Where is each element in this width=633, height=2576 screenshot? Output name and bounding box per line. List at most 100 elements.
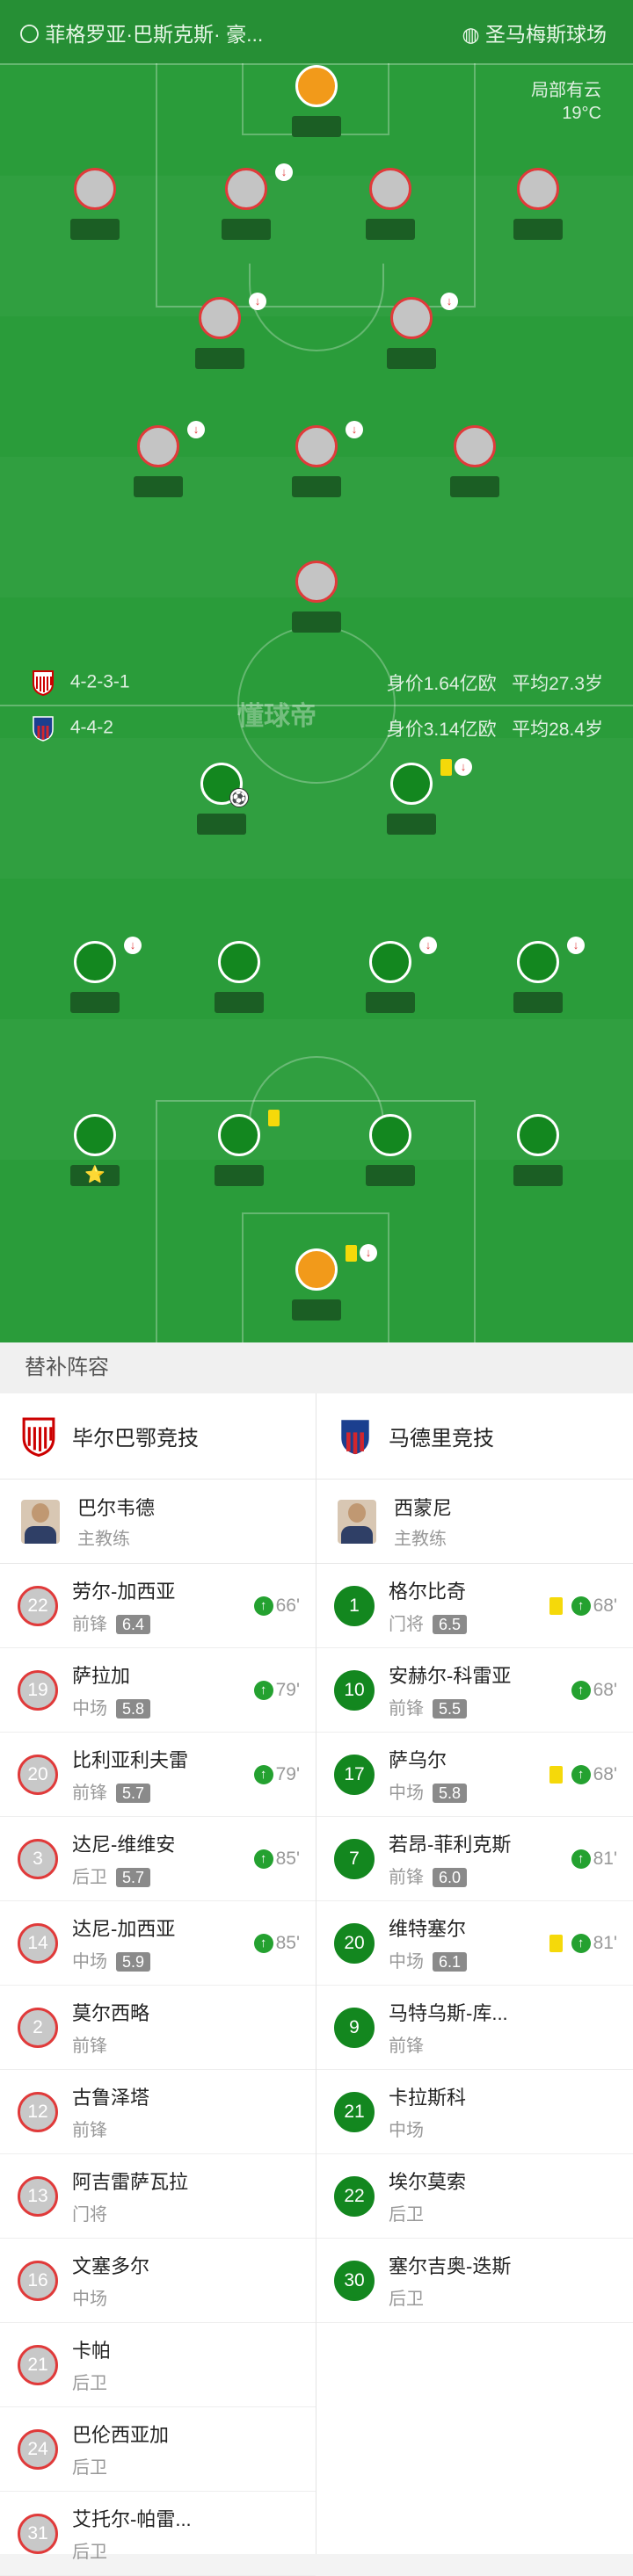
player-marker[interactable]: ↓ bbox=[229, 421, 404, 502]
player-marker[interactable] bbox=[229, 65, 404, 141]
bench-player-position-line: 后卫 bbox=[72, 2369, 111, 2394]
player-marker[interactable]: ⭐ bbox=[7, 1114, 183, 1186]
player-marker[interactable] bbox=[302, 168, 478, 244]
player-rating bbox=[292, 116, 341, 137]
bench-player-position: 前锋 bbox=[72, 1784, 107, 1803]
player-marker[interactable]: ↓ bbox=[7, 937, 183, 1017]
player-marker[interactable]: ↓ bbox=[324, 293, 499, 373]
away-value: 身价3.14亿欧 bbox=[386, 720, 497, 740]
player-marker[interactable]: ↓ bbox=[302, 937, 478, 1017]
sub-on-time: 81' bbox=[593, 1849, 617, 1869]
home-bench-team[interactable]: 毕尔巴鄂竞技 bbox=[0, 1393, 316, 1480]
bench-player-info: 埃尔莫索后卫 bbox=[389, 2167, 466, 2225]
home-coach-row[interactable]: 巴尔韦德 主教练 bbox=[0, 1480, 316, 1564]
bench-player-number: 16 bbox=[18, 2260, 58, 2301]
bench-player-name: 卡帕 bbox=[72, 2340, 112, 2362]
bench-player-position: 前锋 bbox=[72, 2037, 107, 2056]
player-marker[interactable] bbox=[151, 1110, 327, 1190]
bench-player-position: 前锋 bbox=[389, 1868, 424, 1887]
home-formation: 4-2-3-1 bbox=[69, 671, 130, 692]
bench-player-rating: 6.0 bbox=[433, 1868, 468, 1887]
player-marker[interactable] bbox=[387, 425, 563, 502]
bench-player-number: 24 bbox=[18, 2428, 58, 2470]
sub-on-info: ↑79' bbox=[253, 1680, 300, 1701]
away-bench-team-name: 马德里竞技 bbox=[389, 1427, 494, 1451]
sub-off-icon: ↓ bbox=[249, 293, 266, 310]
player-marker[interactable] bbox=[450, 168, 626, 244]
whistle-icon: 〇 bbox=[19, 23, 40, 46]
bench-player-number: 1 bbox=[334, 1585, 375, 1626]
player-marker[interactable] bbox=[450, 1114, 626, 1190]
player-marker[interactable]: ↓ bbox=[70, 421, 246, 502]
player-marker[interactable]: ↓ bbox=[158, 163, 334, 244]
goal-box-bottom bbox=[242, 1212, 389, 1342]
bench-player-info: 塞尔吉奥-迭斯后卫 bbox=[389, 2251, 511, 2310]
sub-off-icon: ↓ bbox=[440, 293, 458, 310]
bench-player-row[interactable]: 22 埃尔莫索后卫 bbox=[316, 2154, 633, 2239]
sub-off-icon: ↓ bbox=[455, 758, 472, 776]
penalty-box-bottom bbox=[156, 1100, 476, 1342]
player-marker[interactable] bbox=[7, 168, 183, 244]
substitution-info: ↓ bbox=[419, 937, 440, 954]
bench-player-position: 后卫 bbox=[72, 2458, 107, 2478]
yellow-card-icon bbox=[549, 1766, 563, 1784]
bench-player-row[interactable]: 24 巴伦西亚加后卫 bbox=[0, 2407, 316, 2492]
player-marker[interactable]: ↓ bbox=[450, 937, 626, 1017]
bench-player-position: 中场 bbox=[72, 1699, 107, 1719]
bench-player-name: 巴伦西亚加 bbox=[72, 2424, 170, 2446]
sub-on-time: 85' bbox=[275, 1933, 300, 1953]
player-rating bbox=[366, 219, 415, 240]
bench-player-name: 塞尔吉奥-迭斯 bbox=[389, 2255, 512, 2277]
player-marker[interactable]: ↓ bbox=[229, 1244, 404, 1325]
bench-player-number: 10 bbox=[334, 1669, 375, 1711]
player-marker[interactable]: ↓ bbox=[324, 758, 499, 839]
substitution-info: ↓ bbox=[249, 293, 269, 310]
sub-on-icon: ↑ bbox=[253, 1681, 273, 1700]
sub-on-info: ↑66' bbox=[253, 1596, 300, 1617]
sub-on-time: 81' bbox=[593, 1933, 617, 1953]
player-marker[interactable] bbox=[151, 941, 327, 1017]
yellow-card-icon bbox=[440, 758, 452, 776]
away-bench-team[interactable]: 马德里竞技 bbox=[316, 1393, 633, 1480]
temperature: 19°C bbox=[562, 104, 601, 123]
bench-player-number: 22 bbox=[334, 2175, 375, 2217]
player-marker[interactable]: ↓ bbox=[132, 293, 308, 373]
referee-name: 菲格罗亚·巴斯克斯· 豪... bbox=[45, 23, 264, 46]
sub-on-time: 68' bbox=[593, 1764, 617, 1784]
bench-player-number: 31 bbox=[18, 2513, 58, 2554]
away-coach-row[interactable]: 西蒙尼 主教练 bbox=[316, 1480, 633, 1564]
bench-player-number: 7 bbox=[334, 1838, 375, 1879]
bench-player-info: 古鲁泽塔前锋 bbox=[72, 2082, 149, 2141]
away-team-row: 4-4-2 身价3.14亿欧 平均28.4岁 bbox=[32, 715, 603, 742]
player-marker[interactable]: ⚽ bbox=[134, 763, 309, 839]
player-marker[interactable] bbox=[302, 1114, 478, 1190]
sub-on-info: ↑85' bbox=[253, 1933, 300, 1954]
player-marker[interactable] bbox=[229, 561, 404, 637]
sub-on-info: ↑68' bbox=[571, 1680, 617, 1701]
